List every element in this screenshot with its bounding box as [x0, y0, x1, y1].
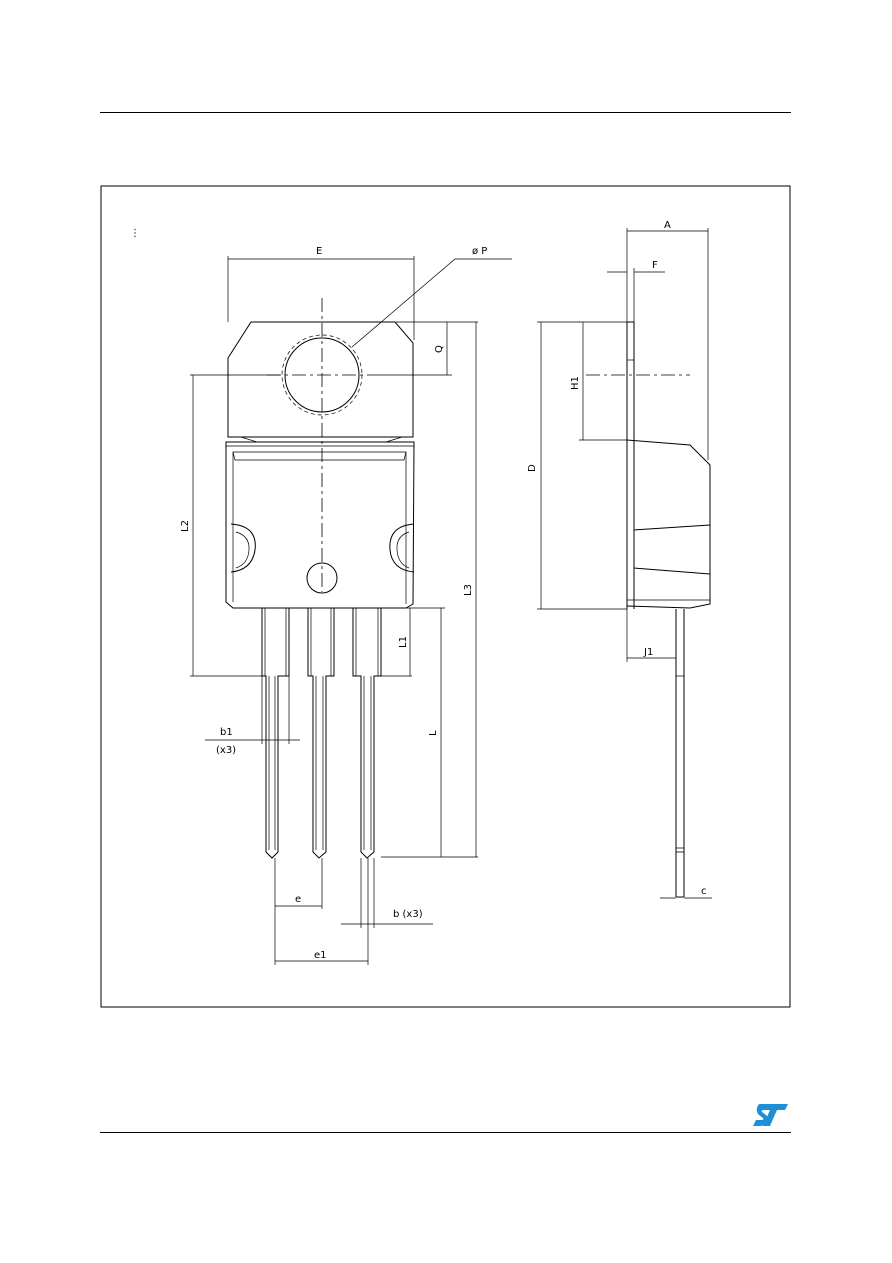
label-L1: L1	[398, 636, 409, 648]
dimension-lines-front: E ø P Q L3 L2 L1 L b1 (x3) e b (x3) e1	[180, 246, 512, 965]
side-lead	[675, 609, 685, 898]
label-L: L	[428, 730, 439, 736]
label-e: e	[295, 894, 301, 905]
label-H1: H1	[570, 376, 581, 390]
label-A: A	[664, 220, 671, 231]
label-b1: b1	[220, 727, 233, 738]
dimension-lines-side: A F H1 D J1 c	[527, 220, 712, 899]
drawing-frame	[100, 185, 791, 1008]
right-notch	[389, 523, 415, 573]
label-L3: L3	[463, 584, 474, 596]
corner-mark: ⋮	[130, 228, 140, 239]
header-rule	[100, 112, 791, 113]
label-D: D	[527, 464, 538, 472]
leads	[261, 607, 382, 859]
side-body	[626, 439, 711, 609]
tab-outline	[227, 321, 414, 438]
left-notch	[230, 523, 256, 573]
footer-rule	[100, 1132, 791, 1133]
label-e1: e1	[314, 950, 327, 961]
body-outline	[225, 441, 415, 609]
label-E: E	[316, 246, 322, 257]
label-phiP: ø P	[472, 246, 487, 257]
label-c: c	[701, 886, 707, 897]
label-b: b (x3)	[393, 909, 423, 920]
body-dimple	[306, 562, 338, 594]
side-tab	[626, 321, 635, 609]
side-view	[586, 321, 711, 898]
label-F: F	[652, 260, 658, 271]
st-logo-icon	[753, 1104, 788, 1126]
label-L2: L2	[180, 520, 191, 532]
label-J1: J1	[643, 647, 653, 658]
label-b1-count: (x3)	[216, 745, 236, 756]
label-Q: Q	[434, 345, 445, 353]
front-view	[225, 298, 415, 859]
